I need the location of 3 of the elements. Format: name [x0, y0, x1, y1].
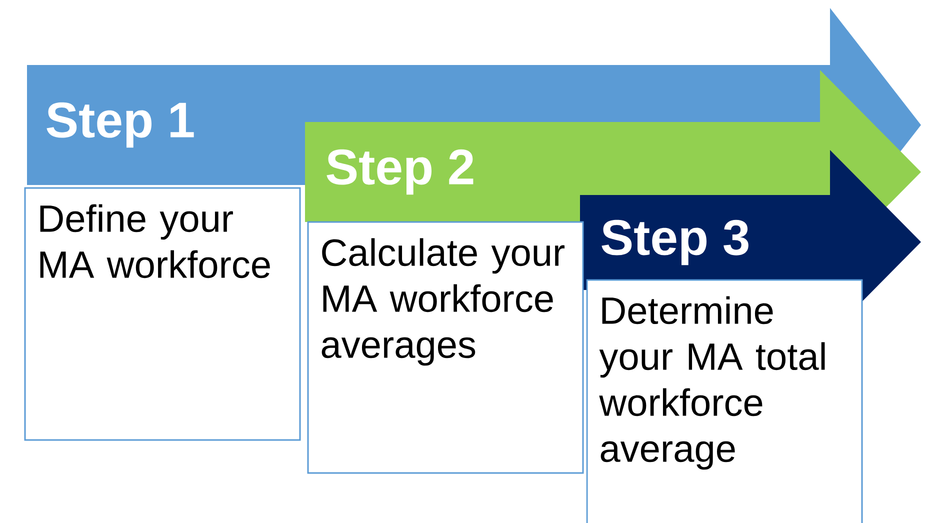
description-box: Calculate your MA workforce averages: [307, 221, 584, 474]
description-box: Define your MA workforce: [24, 187, 301, 441]
description-box: Determine your MA total workforce average: [586, 279, 863, 523]
